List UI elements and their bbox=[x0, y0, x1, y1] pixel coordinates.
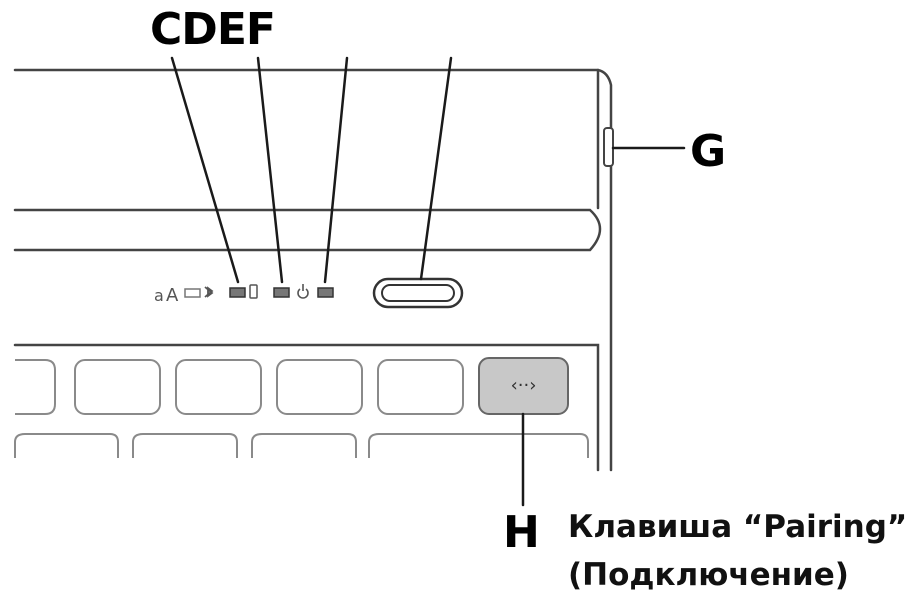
callout-g: G bbox=[690, 126, 727, 177]
side-slot bbox=[603, 127, 614, 167]
power-switch bbox=[372, 277, 464, 309]
leader-line-e bbox=[323, 56, 349, 284]
key-row-1 bbox=[15, 359, 464, 415]
leader-lines bbox=[170, 56, 686, 507]
key-row-2 bbox=[14, 433, 589, 458]
caption-line-1: Клавиша “Pairing” bbox=[568, 509, 906, 545]
battery-icon bbox=[249, 284, 258, 299]
indicator-row: a A bbox=[154, 284, 334, 306]
leader-line-c bbox=[170, 56, 240, 284]
keycap bbox=[74, 359, 161, 415]
big-a-label: A bbox=[166, 285, 179, 306]
power-led bbox=[317, 287, 334, 298]
power-icon bbox=[297, 284, 309, 299]
keycap bbox=[15, 359, 56, 415]
device-body bbox=[13, 68, 613, 472]
caps-led bbox=[184, 288, 201, 298]
battery-led bbox=[273, 287, 290, 298]
small-a-label: a bbox=[154, 286, 164, 305]
pairing-key-glyph: ‹··› bbox=[511, 375, 537, 396]
callout-cdef: CDEF bbox=[150, 4, 276, 55]
caption-line-2: (Подключение) bbox=[568, 557, 849, 593]
keycap bbox=[377, 359, 464, 415]
leader-line-d bbox=[256, 56, 284, 284]
bluetooth-icon bbox=[204, 286, 214, 298]
pairing-key: ‹··› bbox=[478, 357, 569, 415]
callout-h: H bbox=[503, 507, 540, 558]
bluetooth-led bbox=[229, 287, 246, 298]
leader-line-f bbox=[419, 56, 453, 281]
keycap bbox=[175, 359, 262, 415]
keycap bbox=[276, 359, 363, 415]
